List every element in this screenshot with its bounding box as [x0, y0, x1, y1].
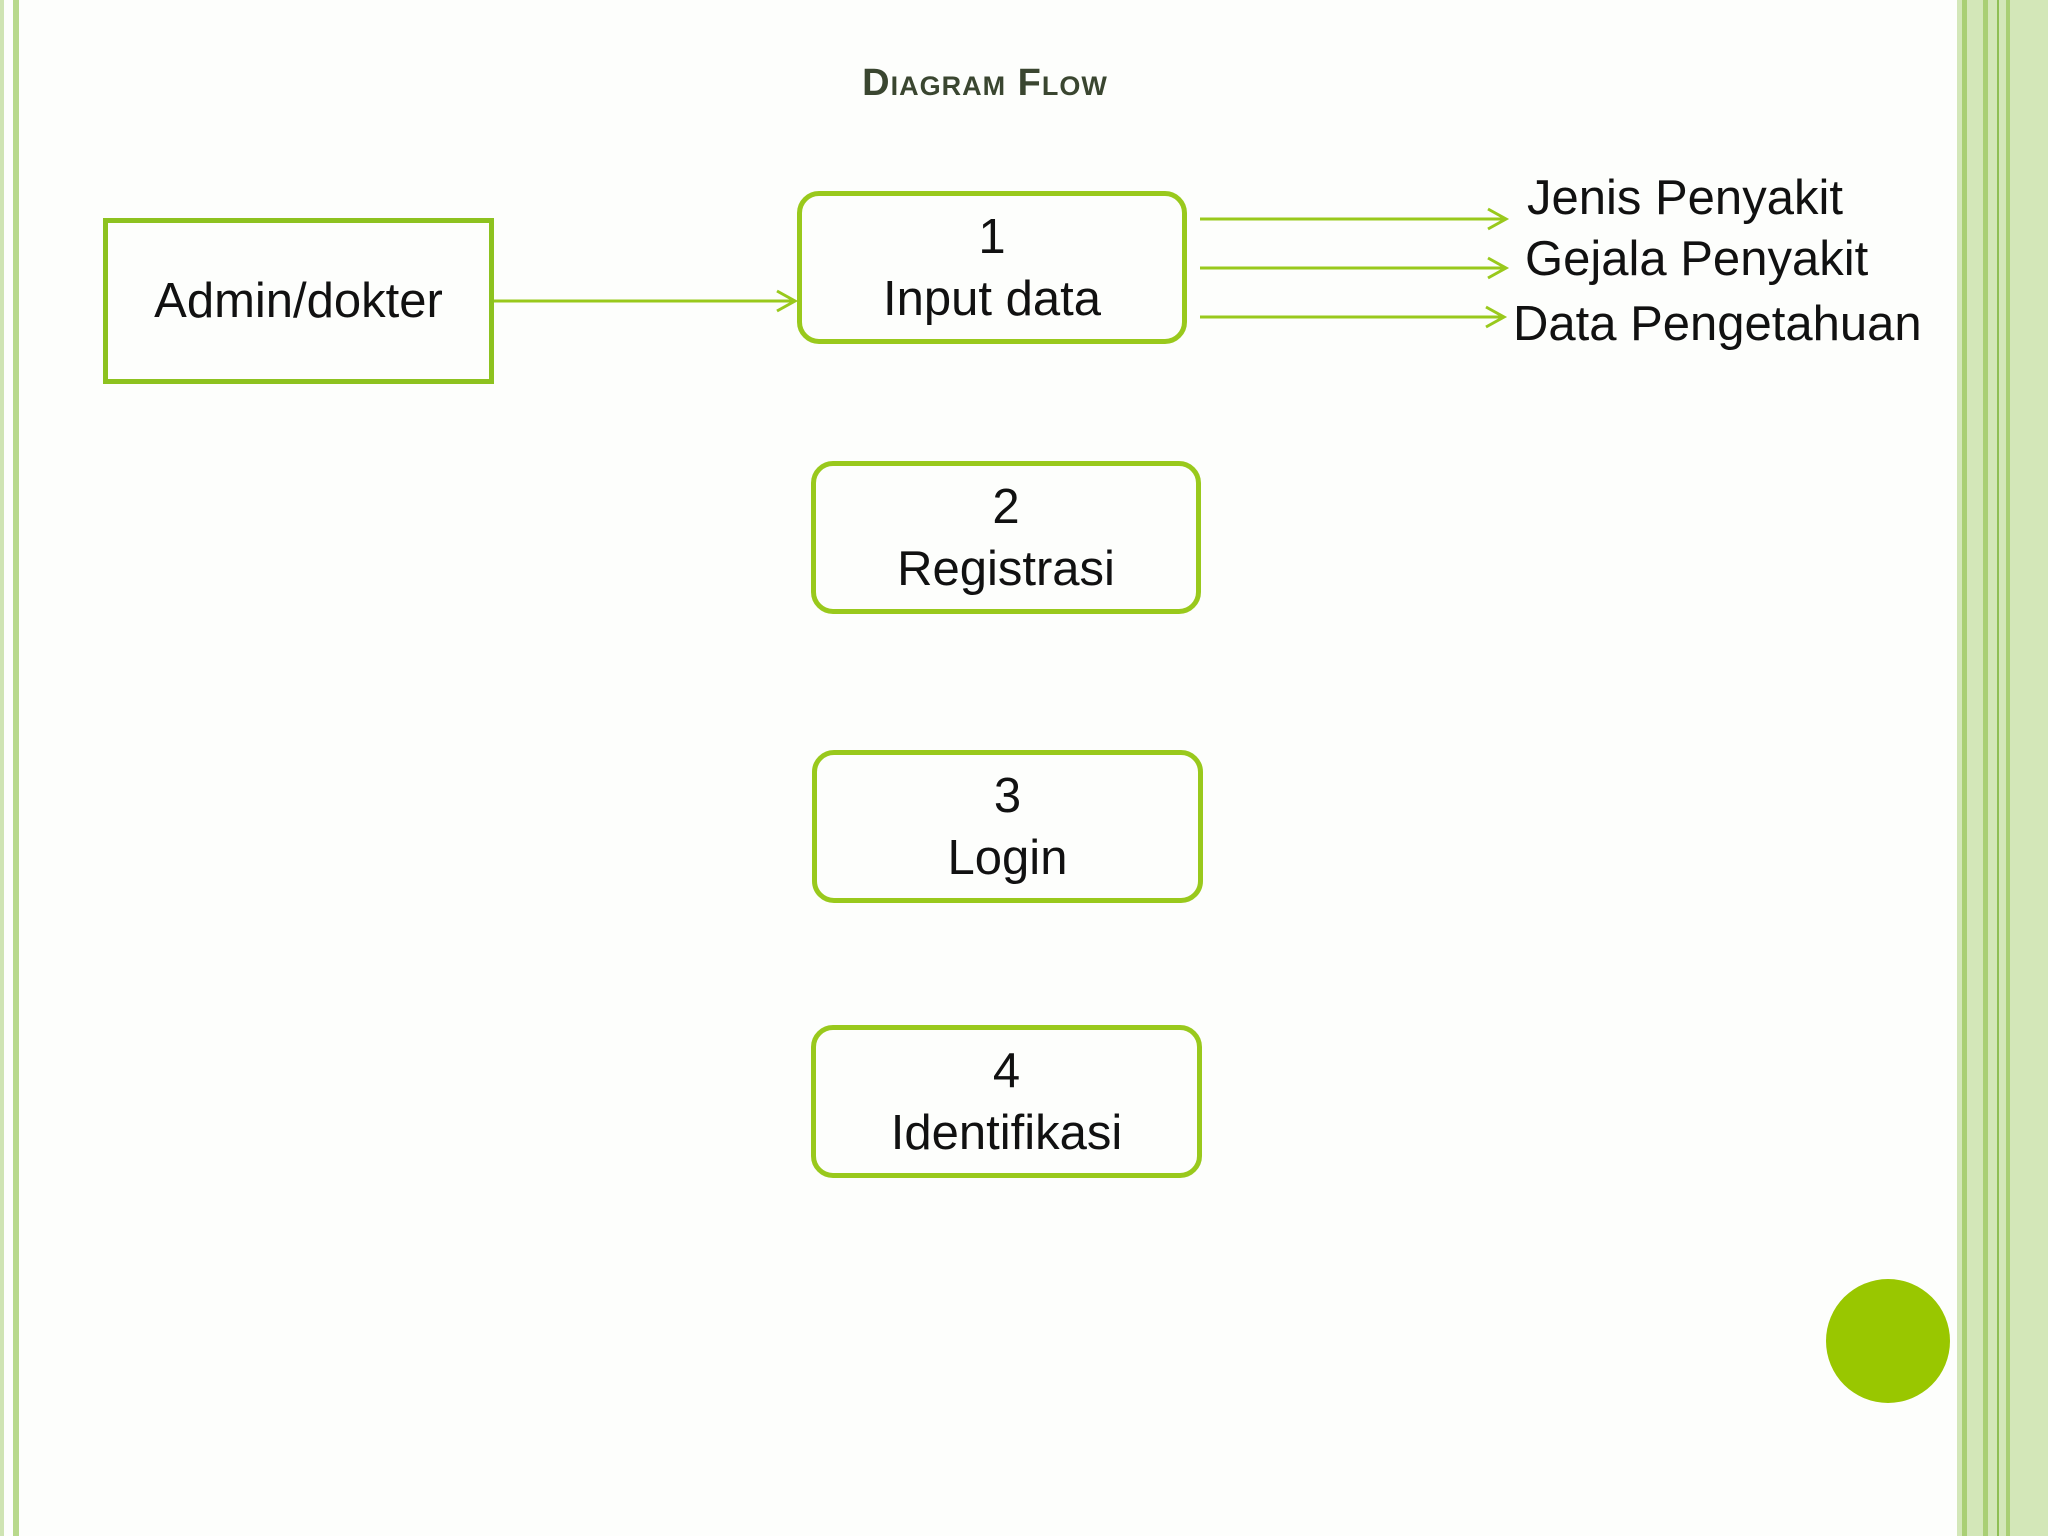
output-data-pengetahuan: Data Pengetahuan [1513, 297, 1922, 351]
process-login: 3 Login [812, 750, 1203, 903]
process-number: 4 [992, 1043, 1021, 1098]
process-label: Registrasi [897, 541, 1115, 596]
arrowhead-actor-to-input [776, 289, 799, 313]
decorative-circle [1826, 1279, 1950, 1403]
right-frame-line-1 [1962, 0, 1967, 1536]
right-frame-band [1957, 0, 2048, 1536]
arrowhead-to-gejala [1487, 256, 1510, 280]
output-jenis-penyakit: Jenis Penyakit [1527, 171, 1843, 225]
process-label: Login [947, 830, 1068, 885]
process-number: 1 [978, 209, 1006, 264]
right-frame-line-4 [2006, 0, 2010, 1536]
diagram-title: Diagram Flow [862, 62, 1108, 104]
arrowhead-to-pengetahuan [1485, 305, 1508, 329]
actor-label: Admin/dokter [154, 274, 443, 328]
right-frame-line-2 [1983, 0, 1988, 1536]
process-number: 2 [992, 479, 1020, 534]
left-frame-line [13, 0, 19, 1536]
arrowhead-to-jenis [1487, 207, 1510, 231]
process-input-data: 1 Input data [797, 191, 1187, 344]
process-label: Identifikasi [890, 1105, 1123, 1160]
left-frame-stripe [0, 0, 4, 1536]
process-label: Input data [883, 271, 1101, 326]
actor-admin-dokter: Admin/dokter [103, 218, 494, 384]
output-gejala-penyakit: Gejala Penyakit [1525, 232, 1869, 286]
process-number: 3 [993, 768, 1022, 823]
process-registrasi: 2 Registrasi [811, 461, 1201, 614]
right-frame-line-3 [1997, 0, 1999, 1536]
process-identifikasi: 4 Identifikasi [811, 1025, 1202, 1178]
